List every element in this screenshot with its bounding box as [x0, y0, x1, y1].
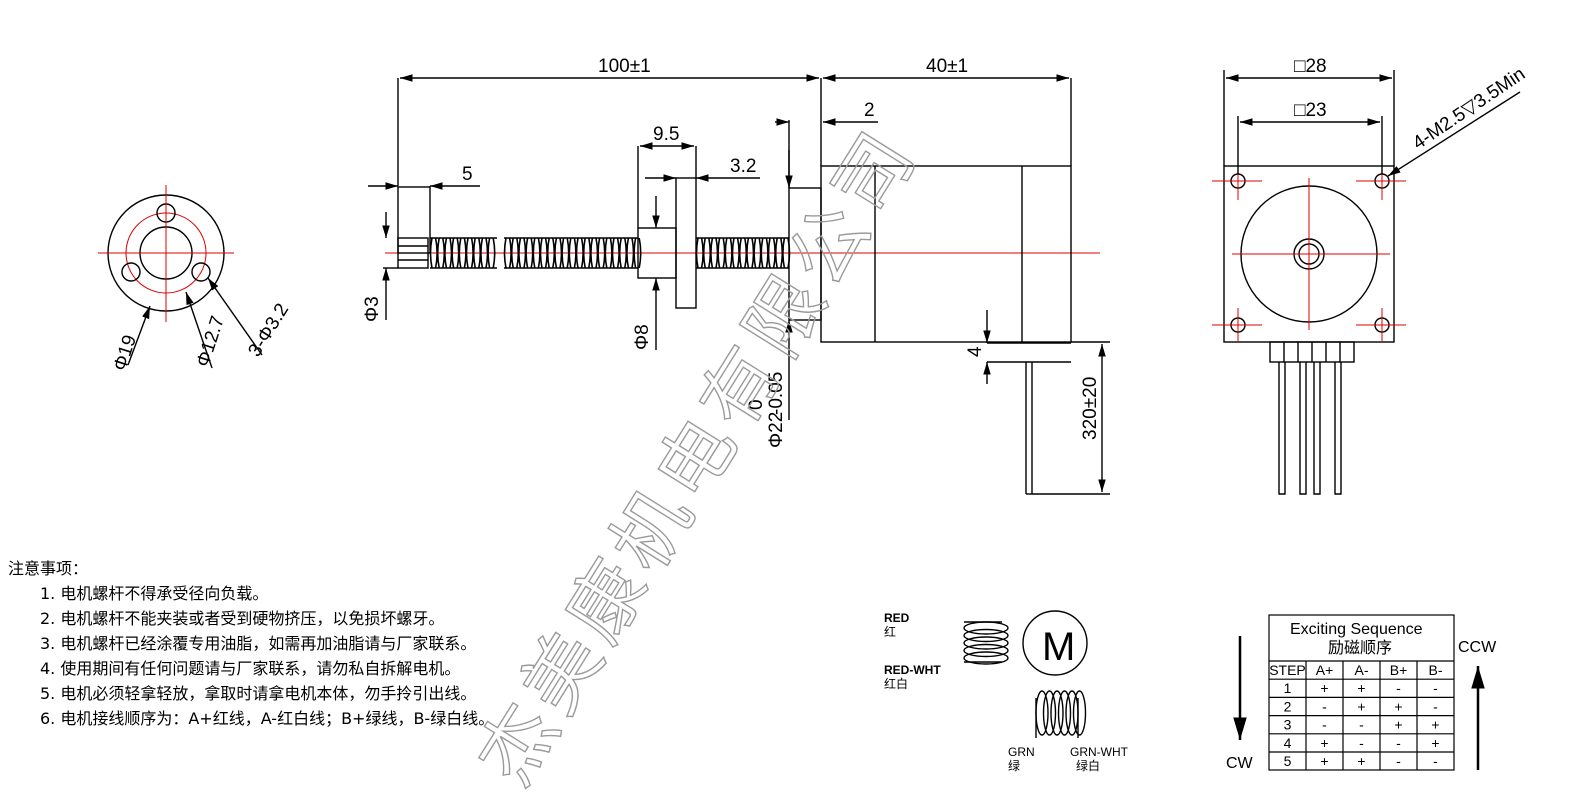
note-item: 5. 电机必须轻拿轻放，拿取时请拿电机本体，勿手拎引出线。: [40, 681, 494, 706]
table-cell: -: [1396, 680, 1401, 696]
wire-red-label: RED: [884, 611, 910, 625]
note-text: 电机螺杆已经涂覆专用油脂，如需再加油脂请与厂家联系。: [55, 634, 477, 653]
lead-length-label: 320±20: [1080, 377, 1101, 440]
ccw-label: CCW: [1458, 639, 1497, 656]
table-cell: -: [1433, 698, 1438, 714]
note-item: 4. 使用期间有任何问题请与厂家联系，请勿私自拆解电机。: [40, 656, 494, 681]
nut-pcd-label: Φ12.7: [193, 313, 229, 369]
table-cell: -: [1359, 717, 1364, 733]
table-cell: +: [1431, 735, 1439, 751]
table-cell: +: [1320, 753, 1328, 769]
note-number: 4.: [40, 659, 56, 678]
table-cell: 2: [1284, 698, 1292, 714]
table-cell: -: [1322, 698, 1327, 714]
table-cell: -: [1433, 680, 1438, 696]
table-cell: +: [1431, 717, 1439, 733]
nut-width-label: 9.5: [653, 124, 679, 145]
wire-red-cn-label: 红: [884, 624, 896, 639]
table-cell: 3: [1284, 717, 1292, 733]
wire-grn-wht-label: GRN-WHT: [1070, 745, 1129, 759]
shaft-dia-label: Φ3: [362, 296, 383, 322]
note-number: 5.: [40, 684, 56, 703]
lead-offset-label: 4: [965, 346, 986, 357]
note-item: 1. 电机螺杆不得承受径向负载。: [40, 581, 494, 606]
note-item: 6. 电机接线顺序为：A+红线，A-红白线；B+绿线，B-绿白线。: [40, 706, 494, 731]
table-cell: +: [1357, 698, 1365, 714]
table-cell: -: [1396, 735, 1401, 751]
wiring-diagram: [963, 610, 1088, 738]
table-cell: 4: [1284, 735, 1292, 751]
note-item: 3. 电机螺杆已经涂覆专用油脂，如需再加油脂请与厂家联系。: [40, 631, 494, 656]
table-cell: A-: [1355, 662, 1369, 678]
note-text: 电机接线顺序为：A+红线，A-红白线；B+绿线，B-绿白线。: [55, 709, 495, 728]
table-cell: -: [1322, 717, 1327, 733]
total-length-label: 100±1: [598, 56, 651, 77]
nut-dia-label: Φ8: [632, 324, 653, 350]
exciting-sequence-table: [1268, 614, 1455, 771]
wire-grn-wht-cn-label: 绿白: [1076, 758, 1100, 773]
wire-grn-cn-label: 绿: [1008, 758, 1020, 773]
motor-symbol-circle: [1022, 610, 1088, 676]
note-number: 3.: [40, 634, 56, 653]
note-number: 2.: [40, 609, 56, 628]
table-cell: 1: [1284, 680, 1292, 696]
table-cell: -: [1433, 753, 1438, 769]
note-number: 6.: [40, 709, 56, 728]
mount-holes-label: 4-M2.5▽3.5Min: [1409, 64, 1529, 155]
note-text: 电机螺杆不得承受径向负载。: [55, 584, 269, 603]
front-view: [1212, 70, 1521, 495]
notes-section: 注意事项： 1. 电机螺杆不得承受径向负载。2. 电机螺杆不能夹装或者受到硬物挤…: [8, 556, 494, 731]
nut-holes-label: 3-Φ3.2: [244, 300, 293, 361]
square-outer-label: □28: [1294, 56, 1327, 77]
wire-grn-label: GRN: [1008, 745, 1035, 759]
table-cell: -: [1359, 735, 1364, 751]
nut-end-view: [98, 185, 263, 369]
note-text: 电机必须轻拿轻放，拿取时请拿电机本体，勿手拎引出线。: [55, 684, 477, 703]
note-text: 电机螺杆不能夹装或者受到硬物挤压，以免损坏螺牙。: [55, 609, 445, 628]
table-cell: 5: [1284, 753, 1292, 769]
table-cell: +: [1357, 753, 1365, 769]
sequence-title: Exciting Sequence: [1290, 621, 1423, 638]
sequence-cells: STEP A+ A- B+ B- 1 + + - - 2 - + + - 3 - - + +4 + - - +5 + + - -: [1269, 662, 1443, 769]
nut-flange-label: 3.2: [730, 156, 756, 177]
table-cell: -: [1396, 753, 1401, 769]
tip-length-label: 5: [462, 164, 473, 185]
table-cell: B-: [1429, 662, 1443, 678]
table-cell: B+: [1390, 662, 1408, 678]
boss-tol-upper-label: 0: [746, 399, 767, 410]
boss-tol-lower-label: -0.05: [766, 372, 787, 415]
table-cell: +: [1320, 680, 1328, 696]
square-inner-label: □23: [1294, 100, 1327, 121]
note-text: 使用期间有任何问题请与厂家联系，请勿私自拆解电机。: [55, 659, 461, 678]
wire-red-wht-label: RED-WHT: [884, 663, 941, 677]
table-cell: +: [1394, 698, 1402, 714]
motor-length-label: 40±1: [926, 56, 968, 77]
notes-title: 注意事项：: [8, 559, 89, 578]
lead-screw-threads: [429, 237, 791, 269]
note-item: 2. 电机螺杆不能夹装或者受到硬物挤压，以免损坏螺牙。: [40, 606, 494, 631]
table-cell: A+: [1316, 662, 1334, 678]
sequence-title-cn: 励磁顺序: [1328, 639, 1392, 657]
flange-thickness-label: 2: [864, 100, 875, 121]
boss-dia-label: Φ22: [766, 412, 787, 448]
watermark: 杰美康机电有限公司: [460, 111, 936, 799]
rotation-arrows: [1233, 636, 1485, 770]
table-cell: +: [1320, 735, 1328, 751]
wire-red-wht-cn-label: 红白: [884, 676, 908, 691]
note-number: 1.: [40, 584, 56, 603]
nut-outer-dia-label: Φ19: [110, 333, 141, 374]
table-cell: STEP: [1269, 662, 1306, 678]
table-cell: +: [1357, 680, 1365, 696]
motor-symbol-label: M: [1042, 625, 1075, 669]
cw-label: CW: [1226, 755, 1254, 772]
table-cell: +: [1394, 717, 1402, 733]
